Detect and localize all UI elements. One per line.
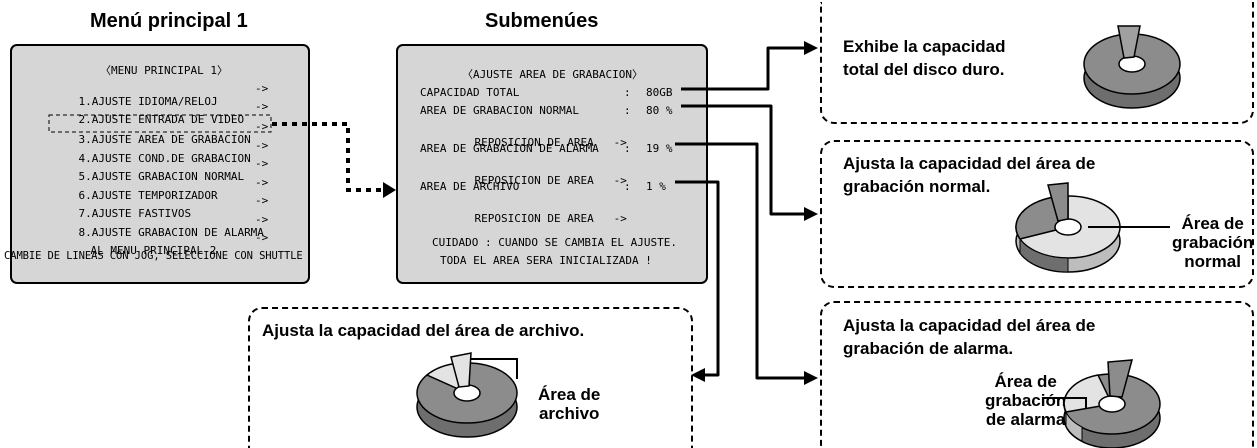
menu-item-3-arrow: -> bbox=[255, 120, 269, 133]
submenu-title: 〈AJUSTE AREA DE GRABACION〉 bbox=[462, 68, 643, 81]
normal-area-pie-label: Área de grabación normal bbox=[1172, 214, 1254, 271]
alarm-area-colon: : bbox=[624, 142, 631, 155]
connector-archive bbox=[675, 180, 720, 377]
archive-area-value[interactable]: 1 % bbox=[646, 180, 666, 193]
callout-total-text-1: Exhibe la capacidad bbox=[843, 37, 1006, 56]
callout-alarm-text-1: Ajusta la capacidad del área de bbox=[843, 316, 1096, 335]
menu-item-4[interactable]: 4.AJUSTE COND.DE GRABACION bbox=[78, 152, 251, 165]
main-menu-footer: CAMBIE DE LINEAS CON JOG, SELECCIONE CON… bbox=[4, 250, 303, 262]
connector-normal bbox=[681, 104, 804, 216]
menu-item-6[interactable]: 6.AJUSTE TEMPORIZADOR bbox=[78, 189, 218, 202]
disk-archive-icon bbox=[416, 352, 518, 438]
menu-item-4-arrow: -> bbox=[255, 139, 269, 152]
main-menu-title: 〈MENU PRINCIPAL 1〉 bbox=[100, 64, 228, 77]
menu-item-1-arrow: -> bbox=[255, 82, 269, 95]
disk-normal-icon bbox=[1015, 182, 1170, 273]
callout-archive-text-1: Ajusta la capacidad del área de archivo. bbox=[262, 321, 585, 340]
menu-item-3-highlight bbox=[48, 114, 272, 133]
menu-item-1[interactable]: 1.AJUSTE IDIOMA/RELOJ bbox=[78, 95, 218, 108]
menu-item-8-arrow: -> bbox=[255, 213, 269, 226]
menu-item-7[interactable]: 7.AJUSTE FASTIVOS bbox=[78, 207, 192, 220]
main-menu-screen: 〈MENU PRINCIPAL 1〉 1.AJUSTE IDIOMA/RELOJ… bbox=[4, 44, 310, 284]
disk-total-icon bbox=[1083, 25, 1181, 109]
warning-line-1: CUIDADO : CUANDO SE CAMBIA EL AJUSTE. bbox=[432, 236, 678, 249]
submenus-heading: Submenúes bbox=[485, 10, 599, 32]
normal-area-label[interactable]: AREA DE GRABACION NORMAL bbox=[420, 104, 579, 117]
callout-alarm-text-2: grabación de alarma. bbox=[843, 339, 1014, 358]
menu-item-2-arrow: -> bbox=[255, 100, 269, 113]
callout-normal-text-2: grabación normal. bbox=[843, 177, 991, 196]
normal-area-colon: : bbox=[624, 104, 631, 117]
menu-item-5-arrow: -> bbox=[255, 157, 269, 170]
archive-area-colon: : bbox=[624, 180, 631, 193]
alarm-area-pie-label: Área de grabación de alarma bbox=[985, 372, 1067, 429]
archive-area-label[interactable]: AREA DE ARCHIVO bbox=[420, 180, 520, 193]
alarm-area-value[interactable]: 19 % bbox=[646, 142, 673, 155]
menu-item-3[interactable]: 3.AJUSTE AREA DE GRABACION bbox=[78, 133, 251, 146]
dotted-connector-head bbox=[383, 182, 396, 198]
alarm-area-reset[interactable]: REPOSICION DE AREA -> bbox=[474, 174, 627, 187]
alarm-area-label[interactable]: AREA DE GRABACION DE ALARMA bbox=[420, 142, 599, 155]
menu-item-5[interactable]: 5.AJUSTE GRABACION NORMAL bbox=[78, 170, 245, 183]
menu-item-8[interactable]: 8.AJUSTE GRABACION DE ALARMA bbox=[78, 226, 264, 239]
capacity-total-label: CAPACIDAD TOTAL bbox=[420, 86, 520, 99]
menu-item-main-2[interactable]: AL MENU PRINCIPAL 2 bbox=[90, 244, 217, 257]
archive-area-pie-label: Área de archivo bbox=[538, 385, 601, 423]
warning-line-2: TODA EL AREA SERA INICIALIZADA ! bbox=[440, 254, 652, 267]
submenu-screen: 〈AJUSTE AREA DE GRABACION〉 CAPACIDAD TOT… bbox=[396, 44, 708, 284]
disk-alarm-icon bbox=[1044, 359, 1161, 448]
connector-total bbox=[681, 46, 804, 91]
callout-normal-text-1: Ajusta la capacidad del área de bbox=[843, 154, 1096, 173]
connector-alarm bbox=[675, 142, 804, 380]
archive-area-reset[interactable]: REPOSICION DE AREA -> bbox=[474, 212, 627, 225]
dotted-connector bbox=[272, 122, 383, 192]
callout-total-capacity bbox=[820, 2, 1254, 124]
menu-item-main-2-arrow: -> bbox=[255, 231, 269, 244]
menu-item-2[interactable]: 2.AJUSTE ENTRADA DE VIDEO bbox=[78, 113, 245, 126]
menu-item-6-arrow: -> bbox=[255, 176, 269, 189]
normal-area-reset[interactable]: REPOSICION DE AREA -> bbox=[474, 136, 627, 149]
normal-area-value[interactable]: 80 % bbox=[646, 104, 673, 117]
callout-total-text-2: total del disco duro. bbox=[843, 60, 1005, 79]
capacity-total-value: 80GB bbox=[646, 86, 673, 99]
main-menu-heading: Menú principal 1 bbox=[90, 10, 248, 32]
callout-alarm-area bbox=[820, 301, 1254, 448]
menu-item-7-arrow: -> bbox=[255, 194, 269, 207]
capacity-total-colon: : bbox=[624, 86, 631, 99]
